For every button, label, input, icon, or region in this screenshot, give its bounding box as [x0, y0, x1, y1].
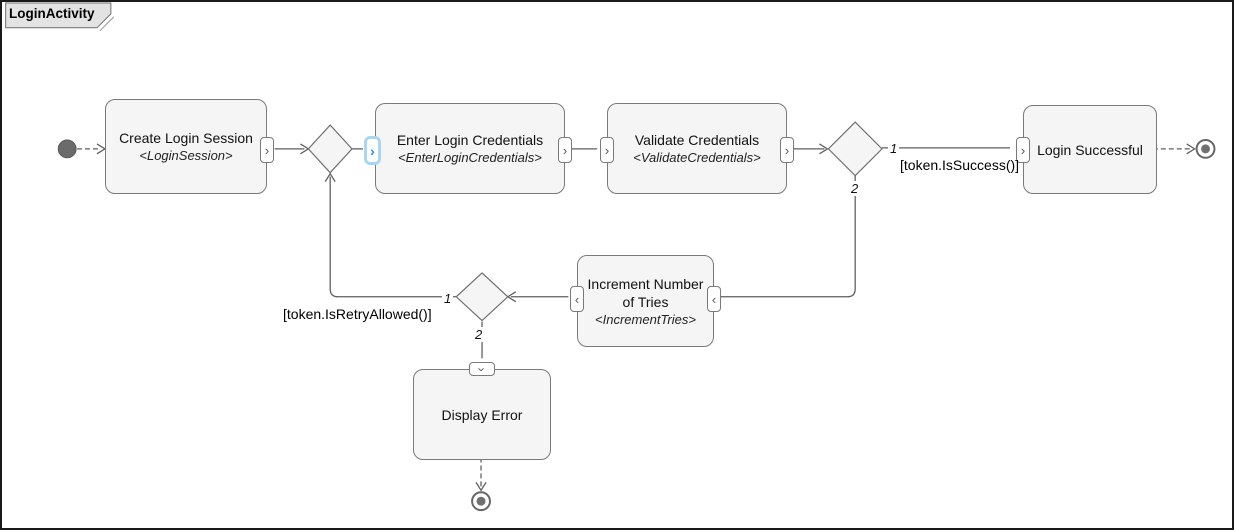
- pin-increment-output[interactable]: ‹: [570, 286, 584, 312]
- merge-node-diamond[interactable]: [307, 124, 353, 174]
- pin-validate-input[interactable]: ›: [600, 137, 614, 163]
- node-title: Validate Credentials: [634, 132, 760, 148]
- final-node-bottom-dot: [476, 496, 486, 506]
- arrowhead-into-final-bottom: [475, 482, 487, 492]
- success-decision-diamond[interactable]: [827, 121, 883, 177]
- arrowhead-into-merge-bottom: [324, 172, 336, 182]
- guard-is-retry-allowed: [token.IsRetryAllowed()]: [283, 306, 432, 322]
- branch-label-fail-2: 2: [849, 181, 861, 196]
- node-stereotype: <EnterLoginCredentials>: [398, 150, 542, 165]
- node-login-successful[interactable]: Login Successful: [1023, 105, 1157, 194]
- node-title: Increment Number of Tries: [587, 275, 704, 310]
- chevron-left-icon: ‹: [711, 291, 717, 307]
- branch-label-error-2: 2: [473, 327, 485, 342]
- node-title: Create Login Session: [119, 130, 253, 146]
- chevron-right-icon: ›: [264, 142, 270, 158]
- pin-create-output[interactable]: ›: [260, 137, 274, 163]
- pin-validate-output[interactable]: ›: [780, 137, 794, 163]
- node-stereotype: <LoginSession>: [139, 148, 233, 163]
- pin-login-successful-input[interactable]: ›: [1016, 137, 1030, 163]
- node-validate-credentials[interactable]: Validate Credentials <ValidateCredential…: [607, 103, 787, 194]
- node-stereotype: <ValidateCredentials>: [633, 150, 761, 165]
- chevron-right-icon: ›: [370, 142, 375, 159]
- arrowhead-into-create: [96, 143, 107, 155]
- chevron-right-icon: ›: [562, 142, 568, 158]
- final-node-right-dot: [1201, 144, 1210, 154]
- retry-decision-diamond[interactable]: [455, 272, 509, 322]
- edge-fail-branch[interactable]: [719, 175, 856, 298]
- edge-retry-branch[interactable]: [329, 176, 457, 298]
- chevron-left-icon: ‹: [574, 291, 580, 307]
- pin-display-error-input[interactable]: ›: [469, 362, 495, 376]
- frame-tab-shape: [5, 2, 112, 29]
- node-increment-tries[interactable]: Increment Number of Tries <IncrementTrie…: [577, 255, 714, 347]
- branch-label-retry-1: 1: [442, 291, 454, 306]
- initial-node[interactable]: [57, 139, 77, 159]
- pin-increment-input[interactable]: ‹: [707, 286, 721, 312]
- pin-enter-input-selected[interactable]: ›: [364, 136, 381, 165]
- node-title: Display Error: [441, 406, 523, 423]
- node-title: Login Successful: [1037, 141, 1143, 158]
- node-display-error[interactable]: Display Error: [413, 369, 551, 460]
- chevron-down-icon: ›: [474, 366, 490, 372]
- chevron-right-icon: ›: [604, 142, 610, 158]
- pin-enter-output[interactable]: ›: [558, 137, 572, 163]
- arrowhead-into-decision: [819, 143, 829, 155]
- chevron-right-icon: ›: [784, 142, 790, 158]
- chevron-right-icon: ›: [1020, 142, 1026, 158]
- node-create-login-session[interactable]: Create Login Session <LoginSession>: [105, 99, 267, 194]
- node-enter-login-credentials[interactable]: Enter Login Credentials <EnterLoginCrede…: [375, 103, 565, 194]
- branch-label-success-1: 1: [888, 141, 900, 156]
- frame-title: LoginActivity: [9, 6, 95, 21]
- node-title: Enter Login Credentials: [396, 132, 544, 148]
- arrowhead-into-final-right: [1186, 143, 1196, 155]
- node-stereotype: <IncrementTries>: [595, 311, 696, 327]
- guard-is-success: [token.IsSuccess()]: [900, 157, 1020, 173]
- frame-tab-bevel: [99, 16, 115, 32]
